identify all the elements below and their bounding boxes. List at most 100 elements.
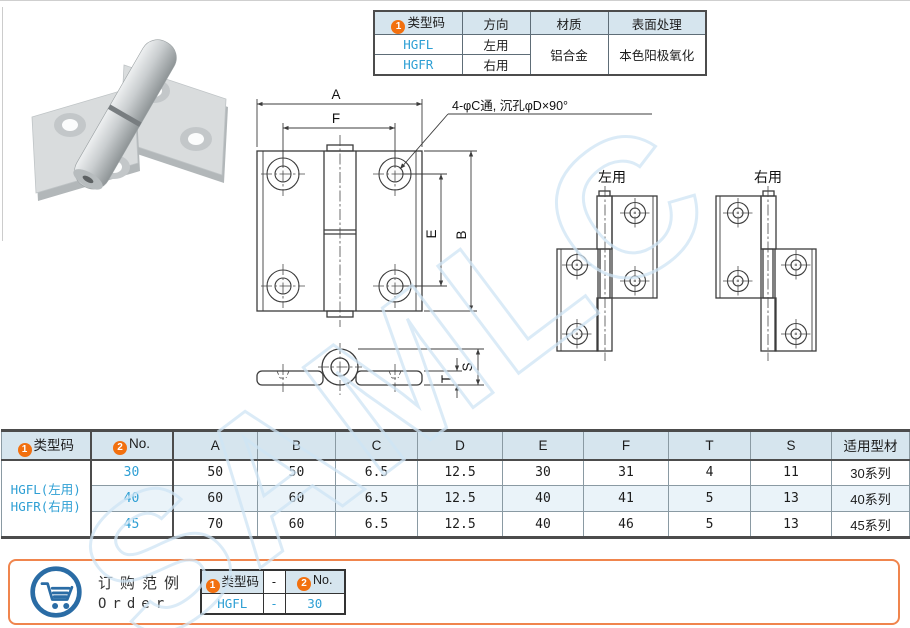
badge-1-icon: 1 [205, 578, 220, 593]
order-dash-value: - [262, 592, 286, 615]
spec-code-hgfr[interactable]: HGFR [373, 54, 463, 76]
cell: 70 [172, 511, 258, 538]
profile-view [256, 343, 423, 395]
product-photo [31, 39, 228, 201]
order-code-value[interactable]: HGFL [200, 592, 264, 615]
hole-annotation-text: 4-φC通, 沉孔φD×90° [452, 99, 568, 113]
badge-2-icon: 2 [297, 576, 312, 591]
right-version-drawing: 右用 [715, 169, 817, 361]
header-D: D [417, 430, 503, 461]
no-cell[interactable]: 45 [90, 511, 174, 538]
cell: 6.5 [335, 459, 418, 486]
cell: 11 [750, 459, 832, 486]
header-series: 适用型材 [831, 430, 910, 461]
right-version-label: 右用 [754, 169, 782, 185]
cell: 50 [257, 459, 336, 486]
spec-code-hgfl[interactable]: HGFL [373, 34, 463, 55]
cart-icon [30, 566, 82, 618]
cell: 50 [172, 459, 258, 486]
table-row-30: HGFL(左用) HGFR(右用) 30 50 50 6.5 12.5 30 3… [1, 459, 910, 538]
spec-direction-left: 左用 [461, 34, 531, 55]
series-cell: 30系列 [831, 459, 910, 486]
order-title-en: Order [98, 596, 171, 612]
header-A: A [172, 430, 258, 461]
type-code-hgfr: HGFR(右用) [10, 499, 81, 515]
header-E: E [502, 430, 584, 461]
cell: 5 [668, 485, 751, 512]
series-cell: 45系列 [831, 511, 910, 538]
header-S: S [750, 430, 832, 461]
header-T: T [668, 430, 751, 461]
type-code-hgfl: HGFL(左用) [10, 482, 81, 498]
header-B: B [257, 430, 336, 461]
technical-drawing: A F 4-φC通, 沉孔φD×90° E B [256, 87, 817, 398]
dim-label-A: A [331, 87, 340, 102]
spec-header-finish: 表面处理 [607, 10, 707, 35]
dim-E: E [402, 173, 447, 287]
dim-label-F: F [332, 111, 340, 126]
hinge-pin-cylinder [73, 39, 177, 190]
cell: 41 [583, 485, 669, 512]
photo-left-border [2, 7, 3, 241]
cell: 40 [502, 485, 584, 512]
table-row-45: 45 70 60 6.5 12.5 40 46 5 13 45系列 [2, 511, 910, 538]
cell: 60 [257, 485, 336, 512]
cell: 6.5 [335, 485, 418, 512]
spec-row-hgfr: HGFR 右用 [373, 54, 706, 76]
no-cell[interactable]: 40 [90, 485, 174, 512]
cell: 30 [502, 459, 584, 486]
cell: 13 [750, 511, 832, 538]
order-table-value-row: HGFL - 30 [200, 592, 346, 615]
cell: 12.5 [417, 485, 503, 512]
badge-1-icon: 1 [391, 20, 406, 34]
cell: 4 [668, 459, 751, 486]
order-example-title: 订购范例 Order [98, 572, 186, 612]
dim-S: S [358, 348, 484, 385]
no-cell[interactable]: 30 [90, 459, 174, 486]
cell: 60 [172, 485, 258, 512]
spec-material: 铝合金 [529, 34, 609, 76]
type-code-cell[interactable]: HGFL(左用) HGFR(右用) [1, 459, 92, 538]
left-version-label: 左用 [598, 169, 626, 185]
order-no-value[interactable]: 30 [284, 592, 346, 615]
order-title-cn: 订购范例 [98, 575, 187, 592]
dim-B: B [424, 150, 477, 312]
hidden-countersink-left [276, 364, 290, 392]
series-cell: 40系列 [831, 485, 910, 512]
hidden-countersink-right [388, 364, 402, 392]
dim-F: F [282, 111, 396, 167]
dim-label-E: E [424, 229, 439, 238]
table-row-40: 40 60 60 6.5 12.5 40 41 5 13 40系列 [2, 485, 910, 512]
dim-label-T: T [439, 375, 454, 383]
spec-direction-right: 右用 [461, 54, 531, 76]
cell: 12.5 [417, 459, 503, 486]
cell: 60 [257, 511, 336, 538]
hole-annotation: 4-φC通, 沉孔φD×90° [399, 99, 652, 170]
cell: 12.5 [417, 511, 503, 538]
cell: 40 [502, 511, 584, 538]
dim-A: A [256, 87, 423, 147]
spec-row-hgfl: HGFL 左用 铝合金 本色阳极氧化 [373, 34, 707, 76]
badge-1-icon: 1 [17, 442, 32, 457]
order-header-dash: - [262, 569, 286, 594]
dim-label-B: B [454, 230, 469, 239]
cell: 13 [750, 485, 832, 512]
dim-label-S: S [460, 362, 475, 371]
spec-header-direction: 方向 [461, 10, 531, 35]
cell: 31 [583, 459, 669, 486]
left-version-drawing: 左用 [556, 169, 658, 361]
header-F: F [583, 430, 669, 461]
dim-T: T [424, 358, 484, 398]
